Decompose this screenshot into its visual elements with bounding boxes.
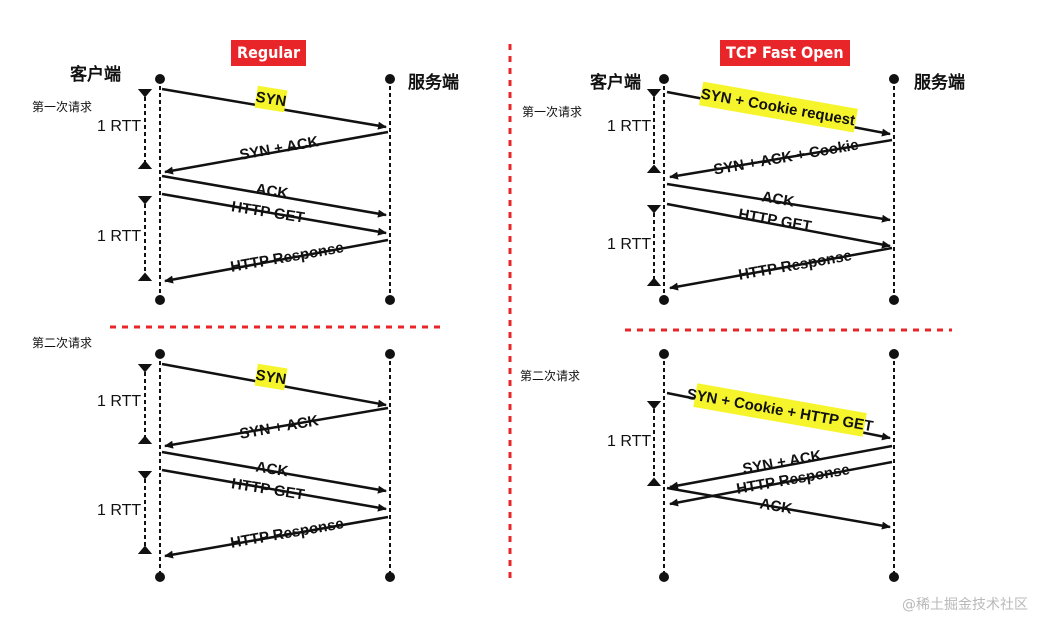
- regular-rtt-label-1: 1 RTT: [97, 118, 142, 135]
- regular-rtt-bracket-4: [137, 471, 153, 554]
- tfo-syn-ack-arrow-2: [669, 444, 893, 490]
- tfo-first-request-label: 第一次请求: [522, 105, 583, 119]
- regular-http-get-label-2: HTTP GET: [230, 475, 306, 503]
- tfo-syn-ack-cookie-arrow: [669, 138, 893, 180]
- regular-http-response-label: HTTP Response: [229, 239, 345, 276]
- regular-rtt-label-4: 1 RTT: [97, 502, 142, 519]
- regular-title: Regular: [231, 40, 307, 66]
- regular-http-get-arrow: [161, 192, 387, 236]
- tfo-syn-ack-cookie-label: SYN + ACK + Cookie: [712, 136, 860, 178]
- tfo-title: TCP Fast Open: [720, 40, 850, 66]
- regular-ack-label: ACK: [255, 181, 290, 203]
- regular-first-request-label: 第一次请求: [32, 100, 93, 114]
- regular-syn-ack-arrow-2: [164, 406, 389, 449]
- regular-client-label: 客户端: [70, 65, 121, 85]
- tfo-client-lifeline-bottom: [659, 349, 669, 582]
- tfo-server-lifeline-bottom: [889, 349, 899, 582]
- tfo-server-lifeline-top: [889, 74, 899, 305]
- tfo-server-label: 服务端: [914, 73, 965, 93]
- regular-syn-label: SYN: [254, 89, 287, 111]
- tfo-second-request-label: 第二次请求: [520, 369, 581, 383]
- regular-ack-arrow-2: [161, 450, 387, 494]
- regular-rtt-label-2: 1 RTT: [97, 228, 142, 245]
- regular-http-response-arrow: [164, 238, 389, 284]
- regular-server-lifeline-bottom: [385, 349, 395, 582]
- tfo-rtt-label-3: 1 RTT: [607, 433, 652, 450]
- tfo-rtt-label-1: 1 RTT: [607, 118, 652, 135]
- tfo-syn-cookie-get-highlight: [693, 383, 867, 437]
- regular-syn-ack-arrow: [164, 130, 389, 175]
- tfo-ack-arrow: [666, 182, 891, 223]
- regular-rtt-bracket-2: [137, 196, 153, 281]
- tfo-http-get-label: HTTP GET: [737, 206, 813, 236]
- tfo-rtt-bracket-3: [646, 401, 662, 486]
- regular-client-lifeline-bottom: [155, 349, 165, 582]
- regular-http-get-label: HTTP GET: [230, 198, 306, 226]
- tfo-ack-label-2: ACK: [758, 495, 793, 517]
- tfo-http-response-arrow-2: [669, 460, 893, 507]
- regular-client-lifeline-top: [155, 74, 165, 305]
- regular-ack-label-2: ACK: [255, 459, 290, 481]
- watermark: @稀土掘金技术社区: [902, 597, 1028, 613]
- regular-syn-ack-label-2: SYN + ACK: [238, 412, 320, 443]
- tfo-rtt-bracket-1: [646, 89, 662, 173]
- regular-rtt-label-3: 1 RTT: [97, 393, 142, 410]
- tfo-http-get-arrow: [666, 202, 891, 249]
- regular-syn-ack-label: SYN + ACK: [238, 133, 320, 164]
- tfo-rtt-bracket-2: [646, 205, 662, 286]
- regular-syn-highlight: [254, 85, 288, 113]
- regular-syn-label-2: SYN: [254, 367, 287, 389]
- regular-rtt-bracket-1: [137, 89, 153, 169]
- tfo-client-label: 客户端: [590, 73, 641, 93]
- tfo-http-response-arrow: [669, 246, 893, 291]
- tfo-syn-cookie-request-highlight: [699, 81, 858, 133]
- tfo-rtt-label-2: 1 RTT: [607, 236, 652, 253]
- regular-http-get-arrow-2: [161, 468, 387, 512]
- regular-ack-arrow: [161, 174, 387, 218]
- tfo-ack-label: ACK: [760, 188, 795, 210]
- regular-server-label: 服务端: [408, 73, 459, 93]
- regular-rtt-bracket-3: [137, 364, 153, 444]
- regular-syn-highlight-2: [254, 363, 288, 391]
- tfo-http-response-label: HTTP Response: [737, 247, 853, 284]
- regular-http-response-arrow-2: [164, 515, 389, 559]
- tfo-client-lifeline-top: [659, 74, 669, 305]
- tfo-ack-arrow-2: [666, 486, 891, 530]
- regular-second-request-label: 第二次请求: [32, 336, 93, 350]
- regular-http-response-label-2: HTTP Response: [229, 515, 345, 552]
- regular-server-lifeline-top: [385, 74, 395, 305]
